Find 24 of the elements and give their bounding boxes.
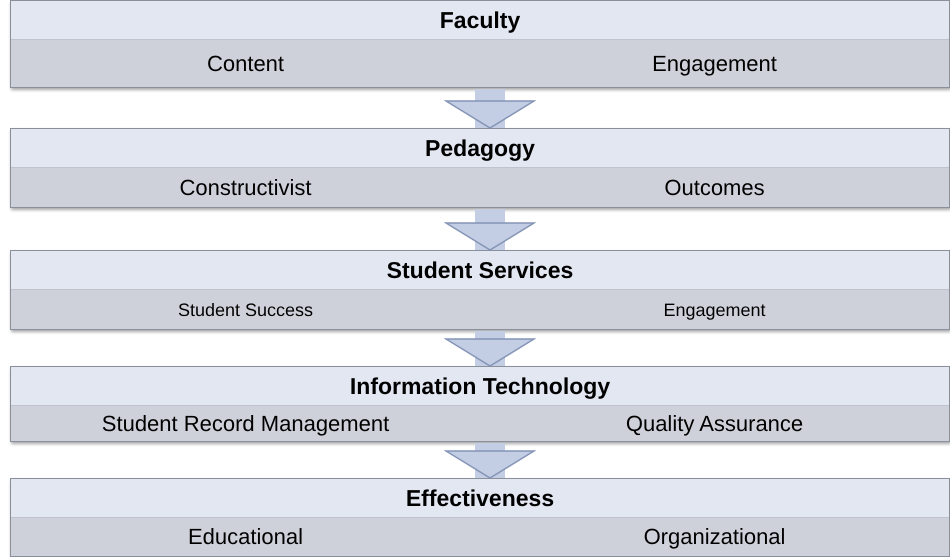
down-arrow (445, 443, 535, 479)
band-box (10, 250, 950, 330)
band-box (10, 478, 950, 557)
band-title: Effectiveness (406, 486, 554, 510)
down-arrow (445, 331, 535, 367)
band-title: Pedagogy (425, 136, 535, 160)
band-item: Quality Assurance (626, 412, 804, 434)
band-item: Constructivist (179, 176, 312, 198)
down-arrow (445, 89, 535, 129)
band-title: Information Technology (350, 374, 610, 398)
band-item: Engagement (663, 300, 766, 318)
band-item: Outcomes (664, 176, 765, 198)
band-item: Student Record Management (102, 412, 390, 434)
band-item: Organizational (644, 526, 786, 548)
band-title: Faculty (440, 8, 520, 32)
band-box (10, 0, 950, 88)
band-item: Educational (188, 526, 303, 548)
band-box (10, 128, 950, 208)
band-item: Content (206, 52, 284, 74)
band-box (10, 366, 950, 442)
band-item: Engagement (652, 52, 777, 74)
band-title: Student Services (386, 258, 574, 282)
down-arrow (445, 209, 535, 251)
band-item: Student Success (178, 300, 314, 318)
